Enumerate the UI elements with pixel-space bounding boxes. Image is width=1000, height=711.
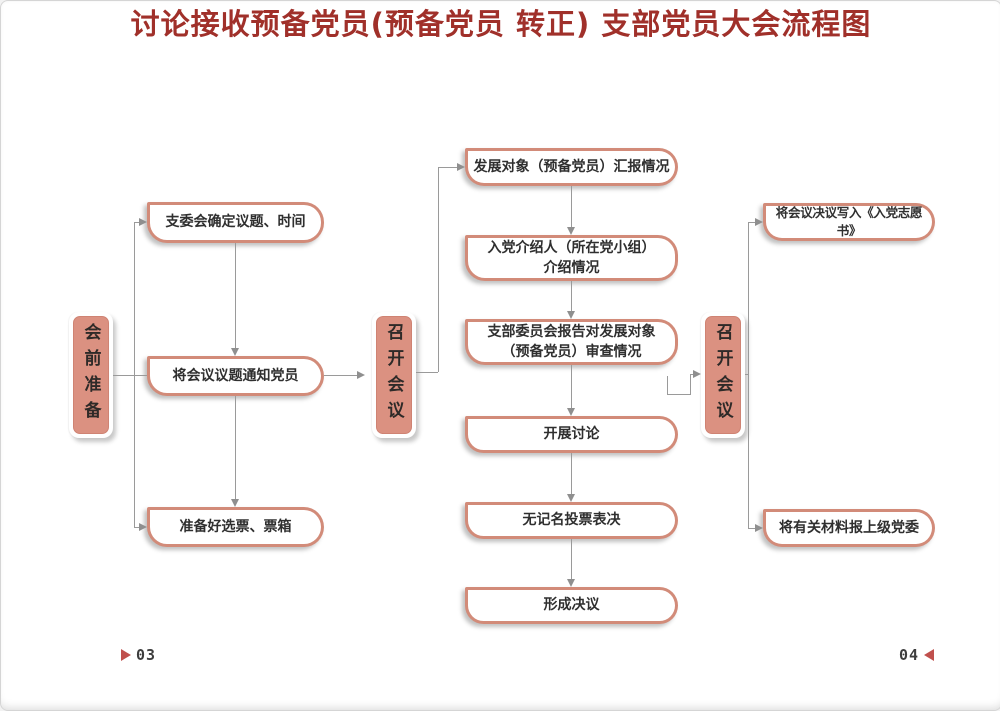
arrow-into-write-icon bbox=[755, 218, 763, 226]
connector-riser-to-report bbox=[438, 167, 457, 168]
node-form-resolution: 形成决议 bbox=[465, 587, 678, 624]
page-number-left: 03 bbox=[136, 646, 157, 664]
arrow-into-resolution-icon bbox=[567, 579, 575, 587]
arrow-into-ballots-top-icon bbox=[231, 499, 239, 507]
connector-notify-to-ballots bbox=[235, 396, 236, 499]
node-set-agenda-time-label: 支委会确定议题、时间 bbox=[165, 214, 306, 231]
node-submit-materials: 将有关材料报上级党委 bbox=[763, 509, 935, 547]
node-set-agenda-time: 支委会确定议题、时间 bbox=[147, 202, 324, 243]
connector-notify-to-stage2 bbox=[324, 375, 357, 376]
connector-elbow-bottom bbox=[667, 394, 690, 395]
node-committee-review-report: 支部委员会报告对发展对象 （预备党员）审查情况 bbox=[465, 319, 678, 365]
stage-convene-meeting-1-label: 召开会议 bbox=[376, 316, 412, 434]
connector-trunk-to-write bbox=[748, 222, 756, 223]
diagram-title: 讨论接收预备党员(预备党员 转正) 支部党员大会流程图 bbox=[130, 7, 872, 41]
node-candidate-report: 发展对象（预备党员）汇报情况 bbox=[465, 148, 678, 186]
connector-right-trunk bbox=[748, 222, 749, 529]
node-notify-members-label: 将会议议题通知党员 bbox=[172, 367, 299, 384]
arrow-into-stage3-icon bbox=[693, 370, 701, 378]
arrow-into-notify-icon bbox=[231, 348, 239, 356]
connector-discussion-to-ballot bbox=[571, 453, 572, 494]
arrow-into-stage2-icon bbox=[357, 371, 365, 379]
node-discussion-label: 开展讨论 bbox=[543, 426, 600, 443]
node-write-resolution: 将会议决议写入《入党志愿书》 bbox=[763, 203, 935, 241]
connector-trunk-to-ballots bbox=[134, 527, 140, 528]
node-write-resolution-label: 将会议决议写入《入党志愿书》 bbox=[775, 204, 923, 238]
node-prepare-ballots: 准备好选票、票箱 bbox=[147, 507, 324, 547]
node-committee-review-report-label: 支部委员会报告对发展对象 （预备党员）审查情况 bbox=[487, 323, 656, 360]
connector-trunk-to-agenda bbox=[134, 222, 140, 223]
stage-pre-meeting-label: 会前准备 bbox=[73, 316, 109, 434]
stage-pre-meeting: 会前准备 bbox=[69, 312, 113, 438]
connector-stage3-to-trunk bbox=[745, 374, 749, 375]
arrow-into-submit-icon bbox=[755, 524, 763, 532]
arrow-into-agenda-icon bbox=[139, 218, 147, 226]
arrow-into-report-icon bbox=[457, 163, 465, 171]
arrow-into-ballots-icon bbox=[139, 523, 147, 531]
node-introducers-present-label: 入党介绍人（所在党小组） 介绍情况 bbox=[487, 239, 656, 276]
page-marker-left: 03 bbox=[121, 646, 156, 664]
triangle-left-icon bbox=[924, 649, 935, 661]
connector-trunk-to-submit bbox=[748, 528, 756, 529]
node-secret-ballot: 无记名投票表决 bbox=[465, 502, 678, 539]
connector-elbow-rise bbox=[690, 374, 691, 395]
connector-report-to-introducers bbox=[571, 186, 572, 227]
connector-stage2-to-riser bbox=[416, 372, 438, 373]
stage-convene-meeting-1: 召开会议 bbox=[372, 312, 416, 438]
node-prepare-ballots-label: 准备好选票、票箱 bbox=[179, 518, 292, 535]
page-marker-right: 04 bbox=[899, 646, 935, 664]
connector-introducers-to-committee bbox=[571, 281, 572, 311]
stage-convene-meeting-2-label: 召开会议 bbox=[705, 316, 741, 434]
node-candidate-report-label: 发展对象（预备党员）汇报情况 bbox=[473, 158, 670, 175]
connector-ballot-to-resolution bbox=[571, 539, 572, 579]
arrow-into-introducers-icon bbox=[567, 227, 575, 235]
stage-convene-meeting-2: 召开会议 bbox=[701, 312, 745, 438]
connector-stage1-to-notify bbox=[113, 375, 147, 376]
arrow-into-committee-icon bbox=[567, 311, 575, 319]
connector-left-trunk bbox=[134, 222, 135, 528]
connector-agenda-to-notify bbox=[235, 243, 236, 348]
connector-middle-riser bbox=[438, 167, 439, 372]
arrow-into-ballot-icon bbox=[567, 494, 575, 502]
node-introducers-present: 入党介绍人（所在党小组） 介绍情况 bbox=[465, 235, 678, 281]
connector-elbow-drop bbox=[667, 376, 668, 395]
arrow-into-discussion-icon bbox=[567, 408, 575, 416]
node-form-resolution-label: 形成决议 bbox=[543, 597, 600, 614]
page-number-right: 04 bbox=[899, 646, 920, 664]
node-submit-materials-label: 将有关材料报上级党委 bbox=[779, 519, 919, 536]
connector-elbow-to-stage3 bbox=[690, 374, 694, 375]
connector-committee-to-discussion bbox=[571, 365, 572, 408]
node-secret-ballot-label: 无记名投票表决 bbox=[522, 512, 621, 529]
node-discussion: 开展讨论 bbox=[465, 416, 678, 453]
node-notify-members: 将会议议题通知党员 bbox=[147, 356, 324, 396]
triangle-right-icon bbox=[121, 649, 131, 661]
